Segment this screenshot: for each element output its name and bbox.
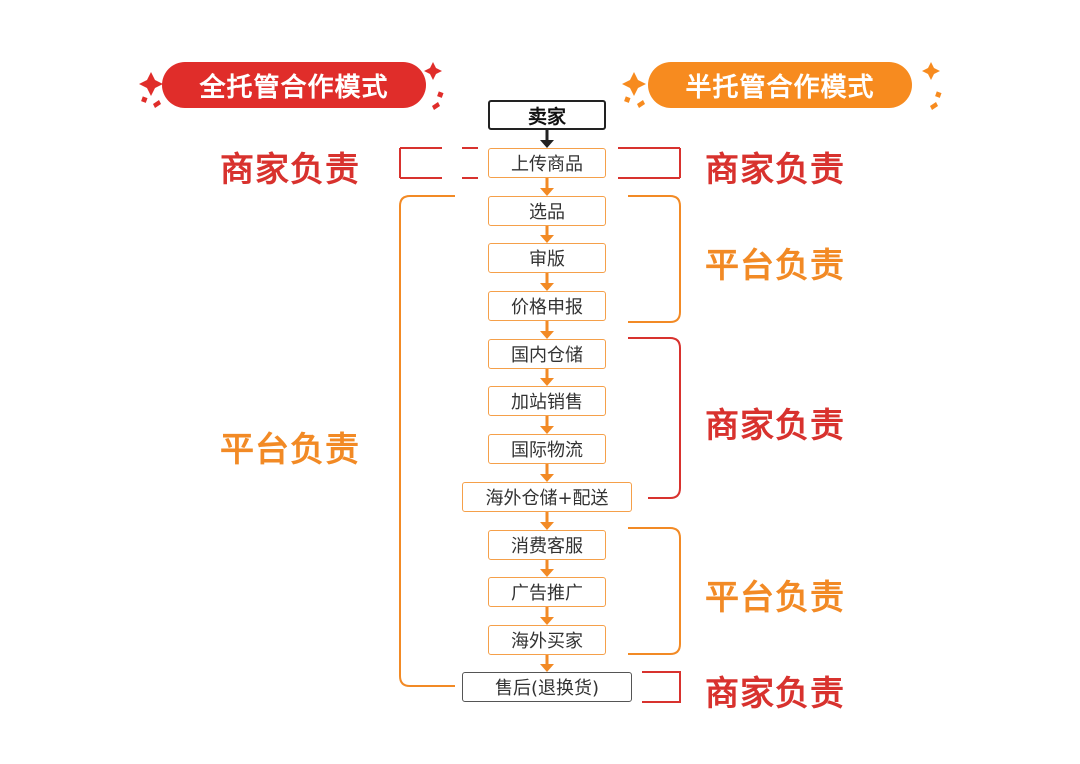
step-seller: 卖家 xyxy=(488,100,606,130)
step-review: 审版 xyxy=(488,243,606,273)
left-platform-label: 平台负责 xyxy=(220,430,360,470)
flow-arrow-head xyxy=(540,188,554,196)
step-after-sales: 售后(退换货) xyxy=(462,672,632,702)
right-merchant-upload-label: 商家负责 xyxy=(705,150,845,190)
flow-arrow-head xyxy=(540,378,554,386)
semi-mode-ribbon: 半托管合作模式 xyxy=(648,62,912,108)
step-upload: 上传商品 xyxy=(488,148,606,178)
step-customer-service: 消费客服 xyxy=(488,530,606,560)
flow-arrow-head xyxy=(540,235,554,243)
step-advertising: 广告推广 xyxy=(488,577,606,607)
flow-arrow-head xyxy=(540,140,554,148)
left-merchant-label: 商家负责 xyxy=(220,150,360,190)
step-site-sales: 加站销售 xyxy=(488,386,606,416)
step-price: 价格申报 xyxy=(488,291,606,321)
semi-mode-title: 半托管合作模式 xyxy=(685,72,875,103)
step-domestic-storage: 国内仓储 xyxy=(488,339,606,369)
right-platform-service-label: 平台负责 xyxy=(705,578,845,618)
sparkle-icon xyxy=(622,62,942,110)
flow-arrow-head xyxy=(540,617,554,625)
flow-arrows xyxy=(540,130,554,672)
right-merchant-logistics-label: 商家负责 xyxy=(705,406,845,446)
full-mode-title: 全托管合作模式 xyxy=(199,72,389,103)
sparkle-icon xyxy=(139,62,444,110)
step-overseas-storage: 海外仓储+配送 xyxy=(462,482,632,512)
step-overseas-buyer: 海外买家 xyxy=(488,625,606,655)
full-mode-ribbon: 全托管合作模式 xyxy=(162,62,426,108)
flow-arrow-head xyxy=(540,522,554,530)
flow-arrow-head xyxy=(540,569,554,577)
flow-arrow-head xyxy=(540,664,554,672)
flow-arrow-head xyxy=(540,426,554,434)
right-merchant-aftersale-label: 商家负责 xyxy=(705,674,845,714)
step-intl-logistics: 国际物流 xyxy=(488,434,606,464)
step-select: 选品 xyxy=(488,196,606,226)
flow-arrow-head xyxy=(540,283,554,291)
right-platform-select-label: 平台负责 xyxy=(705,246,845,286)
flow-arrow-head xyxy=(540,474,554,482)
flow-arrow-head xyxy=(540,331,554,339)
